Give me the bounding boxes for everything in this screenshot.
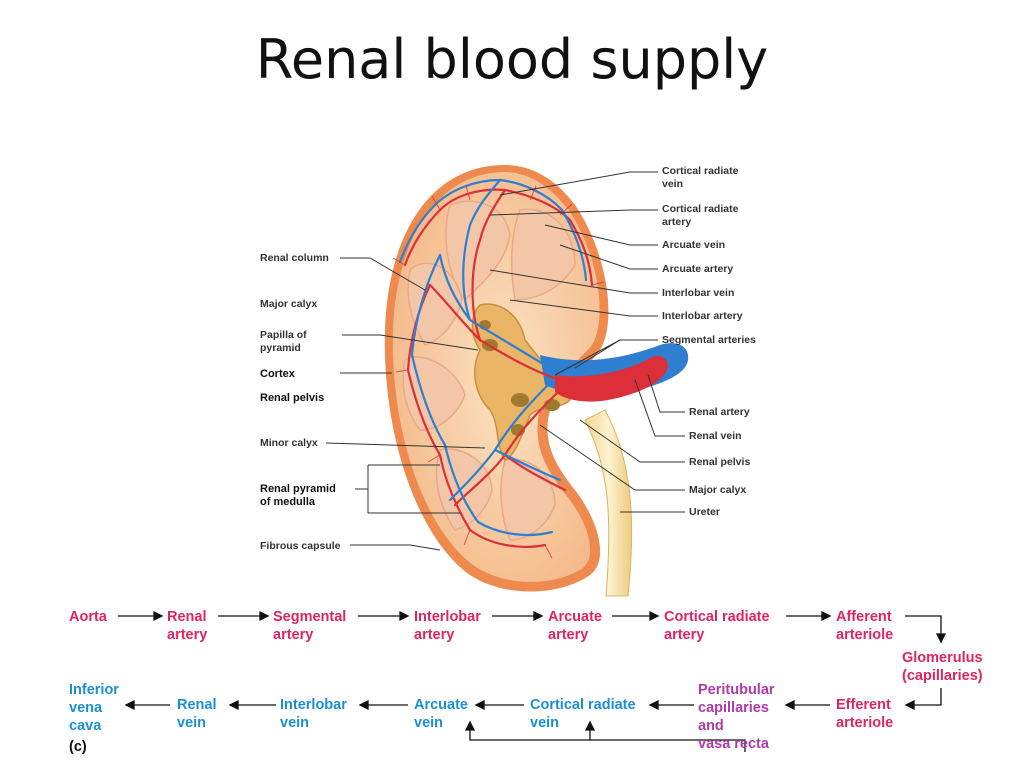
label-renal-vein: Renal vein bbox=[689, 430, 742, 442]
flow-interlobar-artery: Interlobar artery bbox=[414, 609, 481, 643]
label-major-calyx-left: Major calyx bbox=[260, 298, 318, 310]
flow-renal-vein: Renal vein bbox=[177, 697, 217, 731]
label-renal-pyramid: Renal pyramid of medulla bbox=[260, 483, 336, 508]
slide-title: Renal blood supply bbox=[255, 28, 769, 91]
venous-network bbox=[398, 178, 588, 537]
label-arcuate-artery: Arcuate artery bbox=[662, 263, 734, 275]
label-papilla-of-pyramid: Papilla of pyramid bbox=[260, 329, 307, 354]
flow-cortical-radiate-artery: Cortical radiate artery bbox=[664, 609, 770, 643]
flow-renal-artery: Renal artery bbox=[167, 609, 208, 643]
label-renal-pelvis-right: Renal pelvis bbox=[689, 456, 751, 468]
renal-artery bbox=[555, 355, 668, 402]
flow-segmental-artery: Segmental artery bbox=[273, 609, 347, 643]
renal-pyramids bbox=[402, 200, 576, 541]
label-segmental-arteries: Segmental arteries bbox=[662, 334, 756, 346]
label-interlobar-artery: Interlobar artery bbox=[662, 310, 743, 322]
label-fibrous-capsule: Fibrous capsule bbox=[260, 540, 341, 552]
flow-afferent-arteriole: Afferent arteriole bbox=[836, 609, 894, 643]
label-major-calyx-right: Major calyx bbox=[689, 484, 747, 496]
flow-arcuate-vein: Arcuate vein bbox=[414, 697, 468, 731]
label-minor-calyx: Minor calyx bbox=[260, 437, 318, 449]
label-renal-pelvis-left: Renal pelvis bbox=[260, 392, 325, 404]
label-cortex: Cortex bbox=[260, 368, 295, 380]
label-arcuate-vein: Arcuate vein bbox=[662, 239, 726, 251]
flow-peritubular-capillaries: Peritubular capillaries and vasa recta bbox=[698, 682, 775, 752]
label-cortical-radiate-artery: Cortical radiate artery bbox=[662, 203, 739, 228]
flow-arcuate-artery: Arcuate artery bbox=[548, 609, 602, 643]
label-cortical-radiate-vein: Cortical radiate vein bbox=[662, 165, 739, 190]
label-interlobar-vein: Interlobar vein bbox=[662, 287, 735, 299]
label-ureter: Ureter bbox=[689, 506, 720, 518]
label-renal-artery: Renal artery bbox=[689, 406, 750, 418]
flow-aorta: Aorta bbox=[69, 609, 107, 625]
panel-tag: (c) bbox=[69, 739, 87, 755]
flow-cortical-radiate-vein: Cortical radiate vein bbox=[530, 697, 636, 731]
right-leader-lines bbox=[489, 171, 685, 513]
flow-interlobar-vein: Interlobar vein bbox=[280, 697, 347, 731]
label-renal-column: Renal column bbox=[260, 252, 329, 264]
left-leader-lines bbox=[325, 257, 486, 551]
flow-glomerulus: Glomerulus (capillaries) bbox=[902, 650, 983, 684]
flow-inferior-vena-cava: Inferior vena cava bbox=[69, 682, 119, 734]
flow-arrows bbox=[118, 610, 947, 752]
flow-efferent-arteriole: Efferent arteriole bbox=[836, 697, 894, 731]
ureter bbox=[584, 409, 633, 597]
